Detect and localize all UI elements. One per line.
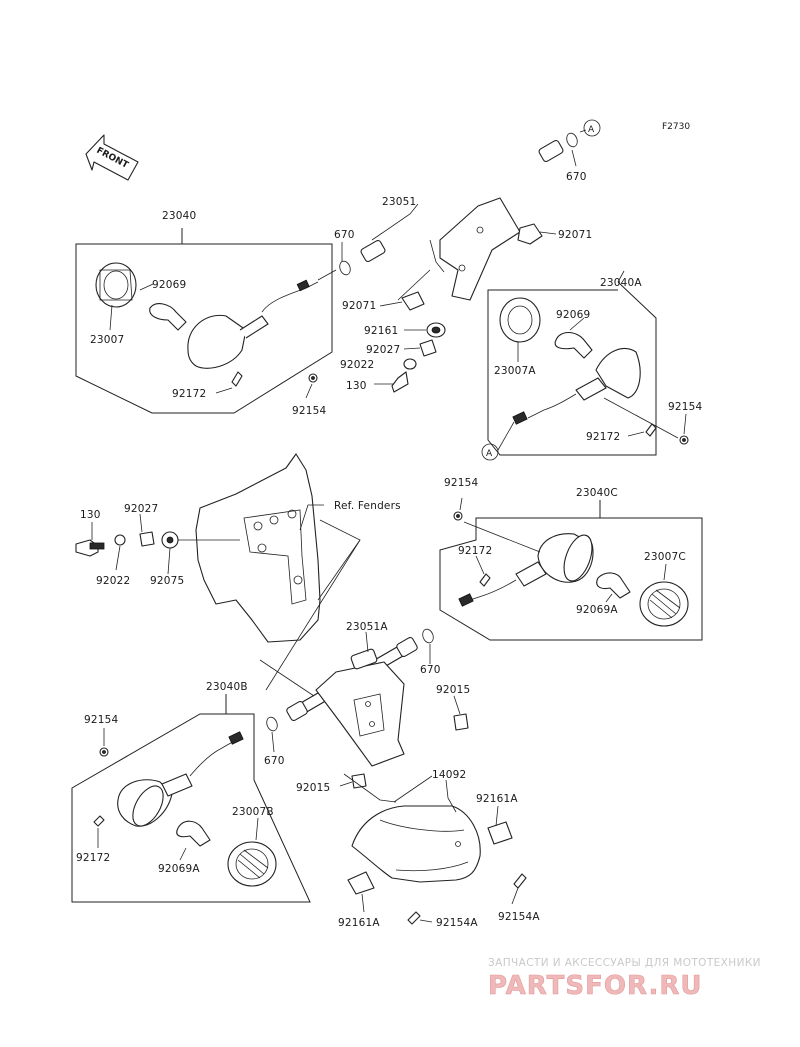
label-92015-left: 92015 <box>296 782 330 794</box>
label-14092: 14092 <box>432 769 466 781</box>
label-92071-left: 92071 <box>342 300 376 312</box>
label-670-a: 670 <box>566 171 587 183</box>
label-92154-tl: 92154 <box>292 405 327 417</box>
turn-signal-23040C <box>453 511 689 627</box>
label-92069-tr: 92069 <box>556 309 590 321</box>
label-23007B: 23007B <box>232 806 274 818</box>
label-23040C: 23040C <box>576 487 618 499</box>
svg-text:A: A <box>588 125 595 135</box>
svg-text:A: A <box>486 449 493 459</box>
label-92172-tr: 92172 <box>586 431 620 443</box>
box-23040 <box>75 228 333 414</box>
label-92161A-right: 92161A <box>476 793 518 805</box>
label-130-top: 130 <box>346 380 367 392</box>
fender-reference <box>195 453 361 691</box>
label-23007A: 23007A <box>494 365 536 377</box>
label-92154A-right: 92154A <box>498 911 540 923</box>
flap-14092 <box>347 805 527 925</box>
label-92069A-right: 92069A <box>576 604 618 616</box>
watermark: ЗАПЧАСТИ И АКСЕССУАРЫ ДЛЯ МОТОТЕХНИКИ PA… <box>488 957 761 1001</box>
label-23051A: 23051A <box>346 621 388 633</box>
box-23040A <box>487 281 657 456</box>
box-23040C <box>439 500 703 641</box>
label-92015-right: 92015 <box>436 684 470 696</box>
label-23040: 23040 <box>162 210 196 222</box>
label-23007C: 23007C <box>644 551 686 563</box>
label-23040B: 23040B <box>206 681 248 693</box>
label-92154-mid: 92154 <box>444 477 479 489</box>
label-92154-tr: 92154 <box>668 401 703 413</box>
label-92172-bl: 92172 <box>76 852 110 864</box>
figure-code: F2730 <box>662 122 690 132</box>
label-92071-right: 92071 <box>558 229 592 241</box>
connector-a-bottom: A <box>481 443 499 461</box>
label-670-mid: 670 <box>420 664 441 676</box>
label-670-bottom: 670 <box>264 755 285 767</box>
label-92161: 92161 <box>364 325 398 337</box>
box-23040B <box>71 694 311 903</box>
label-23040A: 23040A <box>600 277 642 289</box>
label-92069-tl: 92069 <box>152 279 186 291</box>
part-labels: 23040 23051 670 670 92071 92071 92069 23… <box>76 171 703 929</box>
label-92022-mid: 92022 <box>96 575 130 587</box>
ref-note: Ref. Fenders <box>334 500 401 512</box>
hardware-mid-left <box>75 531 240 557</box>
watermark-tagline: ЗАПЧАСТИ И АКСЕССУАРЫ ДЛЯ МОТОТЕХНИКИ <box>488 957 761 969</box>
label-92027-top: 92027 <box>366 344 400 356</box>
label-23007: 23007 <box>90 334 124 346</box>
label-92069A-left: 92069A <box>158 863 200 875</box>
label-670-top: 670 <box>334 229 355 241</box>
label-92161A-left: 92161A <box>338 917 380 929</box>
stay-23051A <box>266 628 469 789</box>
label-92154-bl: 92154 <box>84 714 119 726</box>
label-92172-mid: 92172 <box>458 545 492 557</box>
label-92172-tl: 92172 <box>172 388 206 400</box>
label-92022-top: 92022 <box>340 359 374 371</box>
label-92075: 92075 <box>150 575 184 587</box>
watermark-logo: PARTSFOR.RU <box>488 971 702 1001</box>
connector-a-top: A <box>583 119 601 137</box>
turn-signal-23040B <box>93 731 277 887</box>
label-130-mid: 130 <box>80 509 101 521</box>
label-92027-mid: 92027 <box>124 503 158 515</box>
turn-signal-23040A <box>499 297 689 445</box>
label-23051: 23051 <box>382 196 416 208</box>
turn-signal-23040 <box>95 262 337 387</box>
label-92154A-mid: 92154A <box>436 917 478 929</box>
stay-23051 <box>360 132 578 393</box>
front-arrow-icon: FRONT <box>85 134 139 181</box>
